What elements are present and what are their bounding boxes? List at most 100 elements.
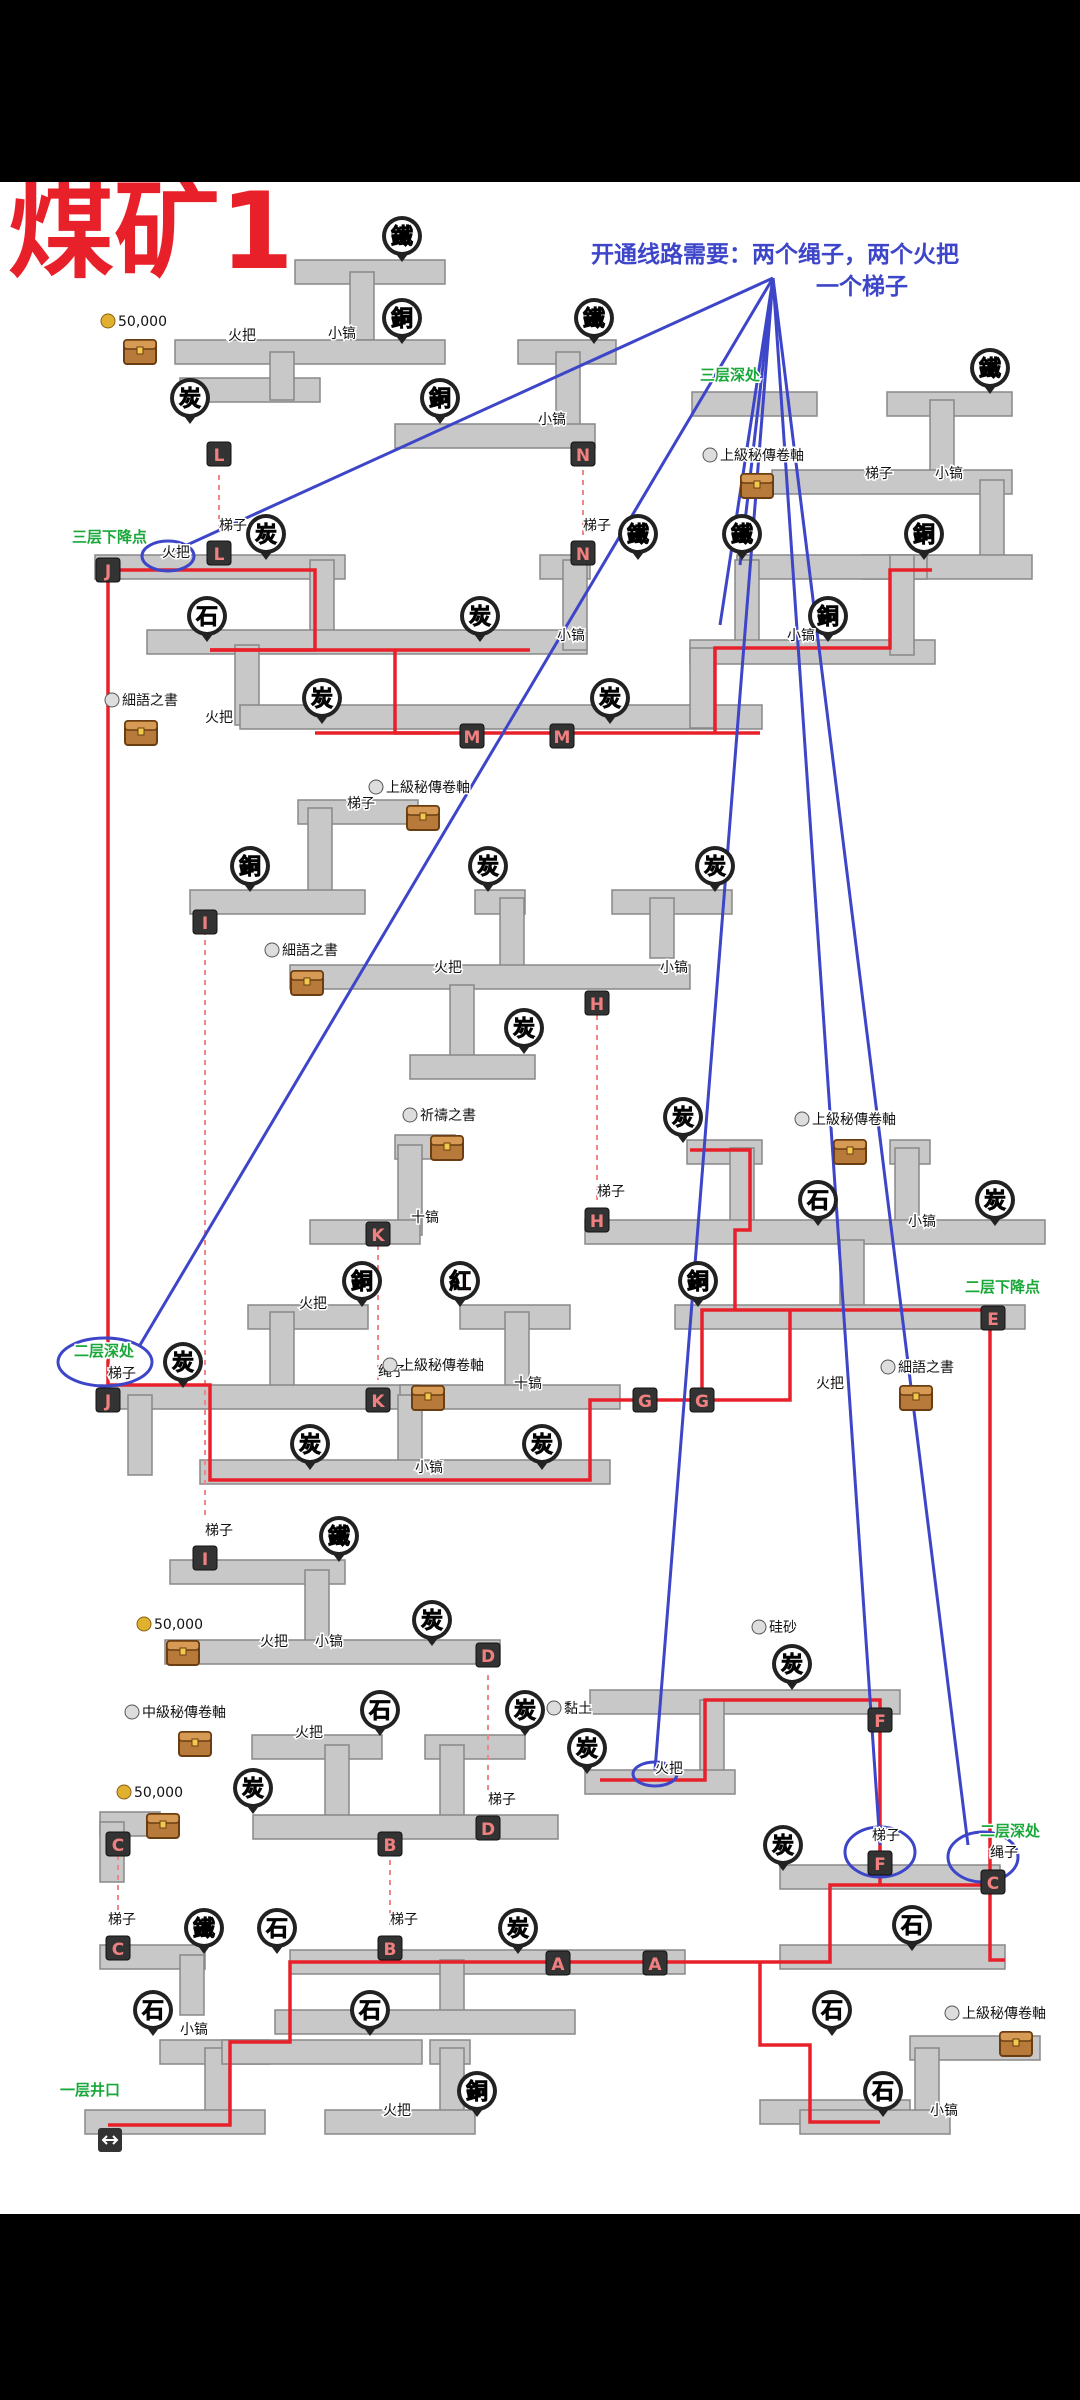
ore-node-icon: 炭 — [302, 678, 342, 724]
tunnel-segment — [562, 559, 588, 651]
route-line — [600, 1698, 882, 1885]
scroll-icon — [702, 447, 718, 463]
waypoint-marker: L — [206, 540, 232, 566]
tunnel-segment — [269, 351, 295, 401]
ore-node-icon: 炭 — [170, 378, 210, 424]
waypoint-letter: D — [481, 1820, 495, 1840]
map-label: 小镐 — [908, 1214, 936, 1230]
ore-node-icon: 石 — [257, 1908, 297, 1954]
map-label: 上級秘傳卷軸 — [400, 1358, 484, 1374]
ore-label: 炭 — [531, 1432, 553, 1458]
waypoint-marker: M — [459, 723, 485, 749]
map-label: 梯子 — [347, 796, 375, 812]
ore-node-icon: 炭 — [163, 1342, 203, 1388]
dashed-links-layer — [117, 470, 598, 1925]
map-label: 小镐 — [787, 628, 815, 644]
map-label: 小镐 — [930, 2103, 958, 2119]
waypoint-letter: N — [576, 545, 590, 565]
annotation-line — [718, 277, 775, 626]
map-label: 梯子 — [205, 1523, 233, 1539]
ore-node-icon: 石 — [350, 1990, 390, 2036]
map-label: 火把 — [260, 1634, 288, 1650]
waypoint-letter: H — [590, 1212, 604, 1232]
ore-label: 炭 — [311, 686, 333, 712]
waypoint-marker: B — [377, 1935, 403, 1961]
route-line — [700, 1308, 992, 1885]
ore-label: 炭 — [255, 522, 277, 548]
map-label: 火把 — [299, 1296, 327, 1312]
annotation-lines-layer — [56, 276, 1020, 1884]
waypoint-letter: D — [481, 1647, 495, 1667]
ore-label: 石 — [141, 1999, 164, 2024]
scroll-icon — [944, 2005, 960, 2021]
ore-label: 石 — [368, 1699, 391, 1724]
map-title: 煤矿1 — [8, 182, 294, 293]
map-label: 梯子 — [488, 1792, 516, 1808]
ores-layer: 鐵銅鐵炭銅鐵炭鐵鐵銅石炭銅炭炭銅炭炭炭炭石炭銅紅銅炭炭炭鐵炭炭石炭炭炭炭石鐵石炭… — [133, 216, 1015, 2117]
tunnel-segment — [584, 1769, 736, 1795]
map-label: 小镐 — [328, 326, 356, 342]
ore-node-icon: 炭 — [246, 514, 286, 560]
book-icon — [751, 1619, 767, 1635]
scroll-icon — [368, 779, 384, 795]
route-line — [108, 1883, 990, 2127]
tunnel-segment — [247, 1304, 369, 1330]
treasure-chest-icon — [740, 473, 774, 499]
tunnel-segment — [584, 1219, 1046, 1245]
ore-label: 炭 — [242, 1776, 264, 1802]
ore-label: 石 — [358, 1999, 381, 2024]
ore-node-icon: 石 — [798, 1180, 838, 1226]
tunnel-segment — [649, 897, 675, 959]
waypoint-letter: I — [202, 1550, 208, 1570]
waypoint-letter: C — [112, 1836, 124, 1856]
tunnel-segment — [252, 1814, 559, 1840]
book-icon — [880, 1359, 896, 1375]
ore-node-icon: 石 — [863, 2071, 903, 2117]
ore-node-icon: 石 — [360, 1690, 400, 1736]
ore-node-icon: 炭 — [695, 846, 735, 892]
map-label: 梯子 — [583, 518, 611, 534]
ore-label: 炭 — [172, 1350, 194, 1376]
requirement-note-line1: 开通线路需要：两个绳子，两个火把 — [591, 241, 959, 268]
map-label: 火把 — [228, 328, 256, 344]
ore-node-icon: 銅 — [420, 378, 460, 424]
waypoint-letter: B — [384, 1940, 397, 1960]
ore-node-icon: 炭 — [412, 1600, 452, 1646]
map-label: 小镐 — [935, 466, 963, 482]
ore-node-icon: 鐵 — [574, 298, 614, 344]
ore-node-icon: 銅 — [230, 846, 270, 892]
waypoint-marker: D — [475, 1815, 501, 1841]
area-label: 一层井口 — [60, 2081, 120, 2099]
waypoint-letter: G — [638, 1392, 652, 1412]
waypoint-letter: M — [554, 728, 571, 748]
tunnel-segment — [929, 399, 955, 481]
waypoint-marker: D — [475, 1642, 501, 1668]
waypoint-marker: I — [192, 909, 218, 935]
tunnel-segment — [309, 1219, 421, 1245]
map-label: 小镐 — [538, 412, 566, 428]
map-label: 火把 — [655, 1761, 683, 1777]
waypoint-letter: G — [695, 1392, 709, 1412]
map-label: 十镐 — [514, 1376, 542, 1392]
treasure-chest-icon — [406, 805, 440, 831]
waypoint-letter: L — [214, 545, 225, 565]
map-label: 小镐 — [660, 960, 688, 976]
treasure-chest-icon — [123, 339, 157, 365]
map-label: 50,000 — [134, 1785, 183, 1801]
annotation-circle — [843, 1825, 917, 1879]
map-label: 上級秘傳卷軸 — [386, 780, 470, 796]
ore-label: 鐵 — [391, 225, 413, 250]
ore-label: 炭 — [576, 1736, 598, 1762]
map-label: 梯子 — [108, 1912, 136, 1928]
treasure-chest-icon — [178, 1731, 212, 1757]
ore-node-icon: 石 — [187, 596, 227, 642]
map-label: 小镐 — [315, 1634, 343, 1650]
annotation-line — [771, 277, 882, 1846]
waypoint-letter: F — [874, 1855, 886, 1875]
ore-label: 炭 — [772, 1833, 794, 1859]
ore-label: 炭 — [704, 854, 726, 880]
book-icon — [104, 692, 120, 708]
treasure-chest-icon — [411, 1385, 445, 1411]
waypoint-marker: G — [632, 1387, 658, 1413]
route-line — [106, 570, 120, 1387]
